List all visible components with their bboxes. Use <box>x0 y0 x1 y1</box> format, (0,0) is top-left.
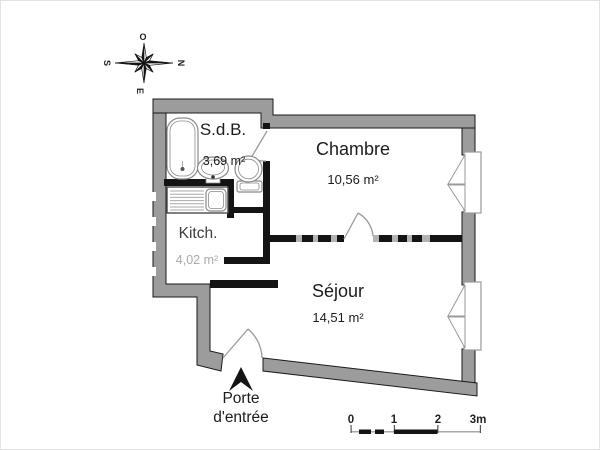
door-chambre <box>343 212 374 240</box>
scale-tick-label-0: 0 <box>348 414 354 426</box>
wall-sejour-stub <box>210 280 278 288</box>
scale-tick-label-3m: 3m <box>470 414 487 426</box>
wall-right-upper <box>461 127 476 156</box>
window-chambre <box>447 151 482 214</box>
wall-sdb-kitchen <box>164 179 234 186</box>
room-label-kitchen: Kitch. <box>179 225 218 242</box>
compass-rose-icon: O N S E <box>102 32 186 94</box>
interior-walls <box>164 123 278 288</box>
scale-bar: 0 1 2 3m <box>348 414 487 434</box>
wall-kitchen-south <box>224 257 270 264</box>
area-label-chambre: 10,56 m² <box>327 172 379 187</box>
area-label-sdb: 3,69 m² <box>203 154 245 168</box>
compass-letter-west: O <box>139 32 146 42</box>
toilet-icon <box>234 155 263 193</box>
wall-kitchen-right <box>227 179 234 218</box>
compass-letter-north: N <box>176 60 186 67</box>
scale-tick-label-2: 2 <box>435 414 441 426</box>
partition-dashed-wall <box>270 235 462 242</box>
wall-bottom-slanted <box>262 357 478 397</box>
wall-core-vertical <box>263 161 270 264</box>
room-label-sdb: S.d.B. <box>200 120 246 139</box>
entrance-arrow-icon <box>229 367 253 391</box>
door-jamb-marker <box>263 123 270 129</box>
area-label-kitchen: 4,02 m² <box>176 253 218 267</box>
drainer-lines <box>170 190 204 211</box>
wall-notches <box>151 192 156 276</box>
wall-left <box>152 112 224 372</box>
entrance-label-line2: d'entrée <box>213 409 269 426</box>
scale-tick-label-1: 1 <box>391 414 398 426</box>
outer-walls <box>151 98 478 397</box>
wall-wc-bottom <box>227 207 270 213</box>
entrance-label-line1: Porte <box>222 390 259 407</box>
window-sejour <box>447 281 482 351</box>
wall-right-middle <box>461 211 476 286</box>
compass-letter-east: E <box>135 88 145 94</box>
room-label-chambre: Chambre <box>316 139 390 159</box>
door-entrance <box>222 328 263 359</box>
room-label-sejour: Séjour <box>312 281 364 301</box>
compass-letter-south: S <box>102 60 112 66</box>
kitchen-sink-icon <box>166 186 229 214</box>
wall-right-lower <box>461 348 476 387</box>
bathtub-icon <box>166 117 199 180</box>
bathroom-sink-icon <box>196 156 230 184</box>
area-label-sejour: 14,51 m² <box>312 310 364 325</box>
